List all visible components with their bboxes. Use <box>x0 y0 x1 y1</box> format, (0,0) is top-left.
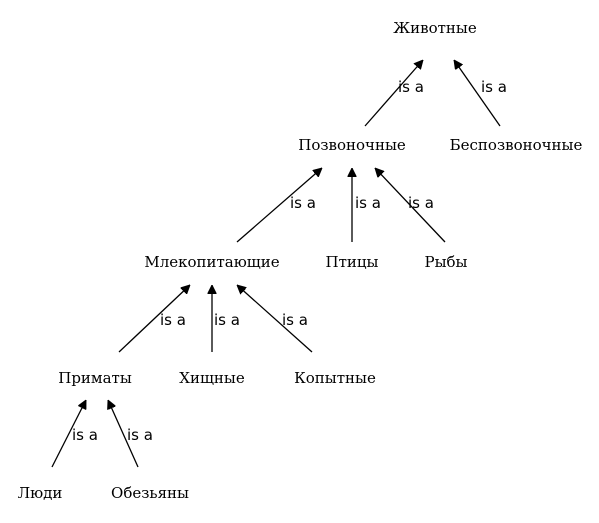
edge-invertebrates-animals <box>454 60 501 127</box>
nodes: Животные Позвоночные Беспозвоночные Млек… <box>18 19 583 502</box>
edge-label-fish-vertebrates: is a <box>408 194 434 212</box>
edge-label-primates-mammals: is a <box>160 311 186 329</box>
edge-fish-vertebrates <box>375 168 446 243</box>
node-monkeys: Обезьяны <box>111 484 189 502</box>
edge-ungulates-mammals <box>237 285 313 353</box>
node-fish: Рыбы <box>424 253 467 271</box>
node-ungulates: Копытные <box>294 369 376 387</box>
node-humans: Люди <box>18 484 63 502</box>
edge-primates-mammals <box>118 285 190 353</box>
node-invertebrates: Беспозвоночные <box>450 136 583 154</box>
edge-label-mammals-vertebrates: is a <box>290 194 316 212</box>
node-animals: Животные <box>393 19 477 37</box>
node-vertebrates: Позвоночные <box>298 136 406 154</box>
edge-humans-primates <box>51 400 87 468</box>
edge-label-monkeys-primates: is a <box>127 426 153 444</box>
edge-vertebrates-animals <box>364 60 423 127</box>
edge-labels: is a is a is a is a is a is a is a is a … <box>72 78 507 444</box>
edge-label-vertebrates-animals: is a <box>398 78 424 96</box>
edge-label-humans-primates: is a <box>72 426 98 444</box>
node-carnivores: Хищные <box>179 369 245 387</box>
node-birds: Птицы <box>326 253 379 271</box>
edge-label-carnivores-mammals: is a <box>214 311 240 329</box>
edge-mammals-vertebrates <box>236 168 322 243</box>
edges <box>51 60 501 468</box>
edge-label-ungulates-mammals: is a <box>282 311 308 329</box>
node-primates: Приматы <box>58 369 132 387</box>
edge-monkeys-primates <box>108 400 139 468</box>
node-mammals: Млекопитающие <box>144 253 279 271</box>
edge-label-invertebrates-animals: is a <box>481 78 507 96</box>
edge-label-birds-vertebrates: is a <box>355 194 381 212</box>
